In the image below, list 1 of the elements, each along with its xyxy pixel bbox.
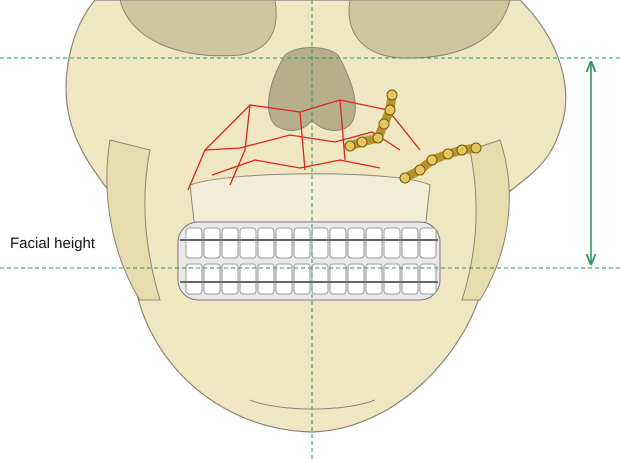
dimension-label: Facial height: [8, 235, 98, 252]
